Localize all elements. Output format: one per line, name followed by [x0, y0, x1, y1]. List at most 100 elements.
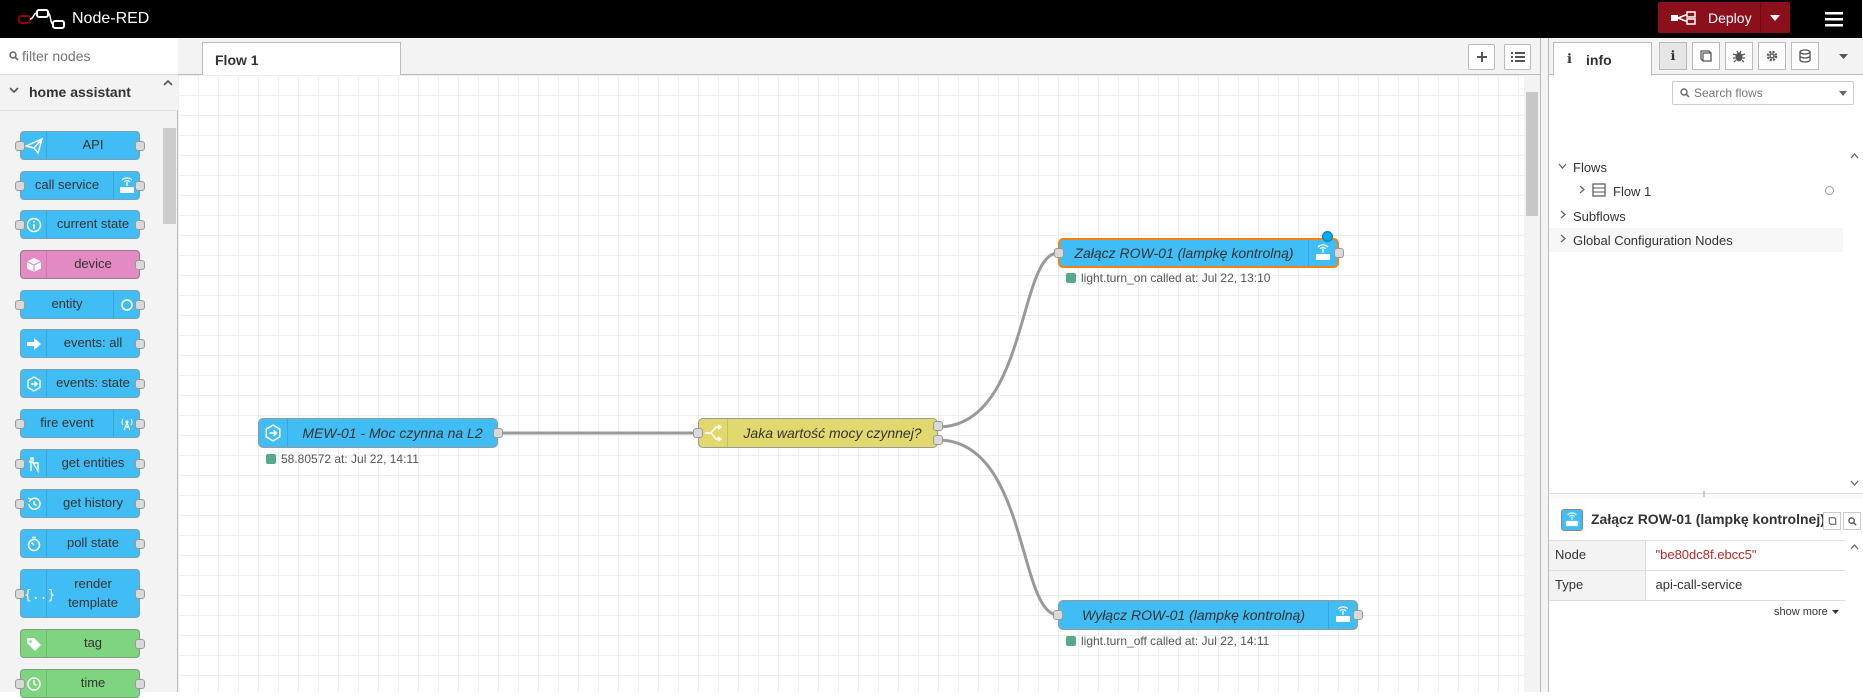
flow-node-call-service-off[interactable]: Wyłącz ROW-01 (lampkę kontrolną) [1053, 600, 1363, 630]
config-tab-button[interactable] [1758, 42, 1786, 70]
sidebar-tabs-menu-button[interactable] [1833, 48, 1853, 64]
node-properties-table: Node "be80dc8f.ebcc5" Type api-call-serv… [1549, 540, 1845, 601]
palette-category-header[interactable]: home assistant [0, 75, 178, 111]
caret-down-icon[interactable] [1839, 91, 1847, 96]
palette-node-events-all[interactable]: events: all [20, 329, 145, 358]
input-port[interactable] [1054, 248, 1064, 258]
flow-node-label: Wyłącz ROW-01 (lampkę kontrolną) [1081, 607, 1306, 623]
palette-node-fire-event[interactable]: fire event [15, 409, 145, 438]
flow-node-switch[interactable]: Jaka wartość mocy czynnej? [693, 418, 943, 448]
palette-node-get-entities[interactable]: get entities [15, 449, 145, 478]
info-tab-button[interactable]: ℹ [1659, 42, 1687, 70]
chevron-right-icon[interactable] [1579, 185, 1585, 194]
canvas-vertical-scrollbar[interactable] [1524, 75, 1540, 692]
tree-scrollbar[interactable] [1847, 113, 1861, 488]
app-title: Node-RED [72, 10, 150, 27]
input-port[interactable] [1053, 610, 1063, 620]
output-port [135, 300, 145, 310]
output-port[interactable] [933, 435, 943, 445]
input-port [15, 459, 25, 469]
chevron-down-icon[interactable] [1558, 163, 1567, 169]
output-port [135, 639, 145, 649]
flow-icon [1592, 183, 1606, 197]
output-port[interactable] [1334, 248, 1344, 258]
status-dot [1066, 273, 1076, 283]
show-help-button[interactable] [1823, 512, 1841, 530]
sidebar-panel-divider[interactable] [1549, 491, 1863, 499]
palette: home assistant API call service current … [0, 38, 178, 698]
output-port[interactable] [933, 421, 943, 431]
palette-node-call-service[interactable]: call service [15, 171, 145, 200]
output-port[interactable] [1353, 610, 1363, 620]
hamburger-icon [1825, 12, 1843, 27]
show-more-link[interactable]: show more [1774, 606, 1839, 618]
resize-handle[interactable] [1703, 491, 1705, 497]
flow-canvas[interactable]: MEW-01 - Moc czynna na L2 58.80572 at: J… [178, 75, 1524, 692]
output-port [135, 459, 145, 469]
palette-node-entity[interactable]: entity [15, 290, 145, 319]
palette-scrollbar[interactable] [161, 112, 177, 692]
tab-flow-1[interactable]: Flow 1 [202, 42, 401, 76]
palette-node-current-state[interactable]: current state [15, 210, 145, 239]
output-port [135, 260, 145, 270]
palette-node-events-state[interactable]: events: state [20, 369, 145, 398]
tree-item-subflows[interactable]: Subflows [1549, 204, 1843, 228]
search-flows-input[interactable] [1694, 86, 1834, 100]
search-flows[interactable] [1672, 81, 1854, 105]
palette-node-device[interactable]: device [20, 250, 145, 279]
clock-icon [21, 670, 47, 697]
input-port [15, 499, 25, 509]
database-icon [1799, 49, 1811, 63]
node-red-logo-icon [18, 9, 65, 29]
chevron-up-icon[interactable] [1850, 544, 1859, 550]
tree-label: Global Configuration Nodes [1573, 233, 1733, 248]
list-flows-button[interactable] [1504, 44, 1531, 70]
palette-node-time[interactable]: time [15, 669, 145, 698]
help-tab-button[interactable] [1692, 42, 1720, 70]
add-flow-button[interactable] [1468, 44, 1495, 70]
deploy-dropdown-button[interactable] [1761, 2, 1789, 33]
chevron-right-icon[interactable] [1560, 210, 1566, 219]
palette-scrollbar-thumb[interactable] [163, 128, 176, 224]
cube-icon [21, 251, 47, 278]
deploy-button[interactable]: Deploy [1658, 2, 1790, 33]
book-icon [1700, 50, 1712, 62]
palette-node-poll-state[interactable]: poll state [20, 529, 145, 558]
chevron-down-icon[interactable] [1850, 480, 1859, 486]
debug-tab-button[interactable] [1725, 42, 1753, 70]
palette-node-tag[interactable]: tag [20, 629, 145, 658]
property-value[interactable]: "be80dc8f.ebcc5" [1645, 540, 1845, 571]
output-port[interactable] [493, 428, 503, 438]
context-tab-button[interactable] [1791, 42, 1819, 70]
tree-item-flow-1[interactable]: Flow 1 [1549, 179, 1843, 203]
caret-down-icon [1838, 53, 1848, 59]
changed-indicator [1322, 231, 1333, 242]
input-port[interactable] [693, 428, 703, 438]
flow-node-events-state[interactable]: MEW-01 - Moc czynna na L2 [258, 418, 503, 448]
palette-node-api[interactable]: API [15, 131, 145, 160]
chevron-up-icon[interactable] [163, 79, 173, 86]
canvas-scrollbar-thumb[interactable] [1526, 92, 1538, 216]
palette-node-get-history[interactable]: get history [15, 489, 145, 518]
property-key: Node [1549, 540, 1646, 571]
tree-item-flows[interactable]: Flows [1549, 155, 1843, 179]
gear-icon [1766, 50, 1778, 62]
filter-nodes-input[interactable] [22, 48, 172, 64]
properties-scrollbar[interactable] [1847, 540, 1861, 690]
bug-icon [1732, 50, 1746, 63]
main-menu-button[interactable] [1822, 7, 1846, 31]
flow-status-circle-icon [1825, 186, 1834, 195]
reveal-node-button[interactable] [1843, 512, 1861, 530]
tree-item-global-config[interactable]: Global Configuration Nodes [1549, 228, 1843, 252]
output-port [135, 181, 145, 191]
status-text: light.turn_off called at: Jul 22, 14:11 [1081, 634, 1270, 648]
tab-info[interactable]: ℹ info [1553, 42, 1652, 76]
sidebar-separator[interactable] [1540, 38, 1548, 692]
property-row: Type api-call-service [1549, 570, 1845, 601]
chevron-up-icon[interactable] [1850, 153, 1859, 159]
chevron-right-icon[interactable] [1560, 234, 1566, 243]
deploy-main-button[interactable]: Deploy [1658, 2, 1761, 33]
flow-node-call-service-on[interactable]: Załącz ROW-01 (lampkę kontrolną) [1054, 231, 1344, 268]
book-icon [1828, 517, 1836, 525]
